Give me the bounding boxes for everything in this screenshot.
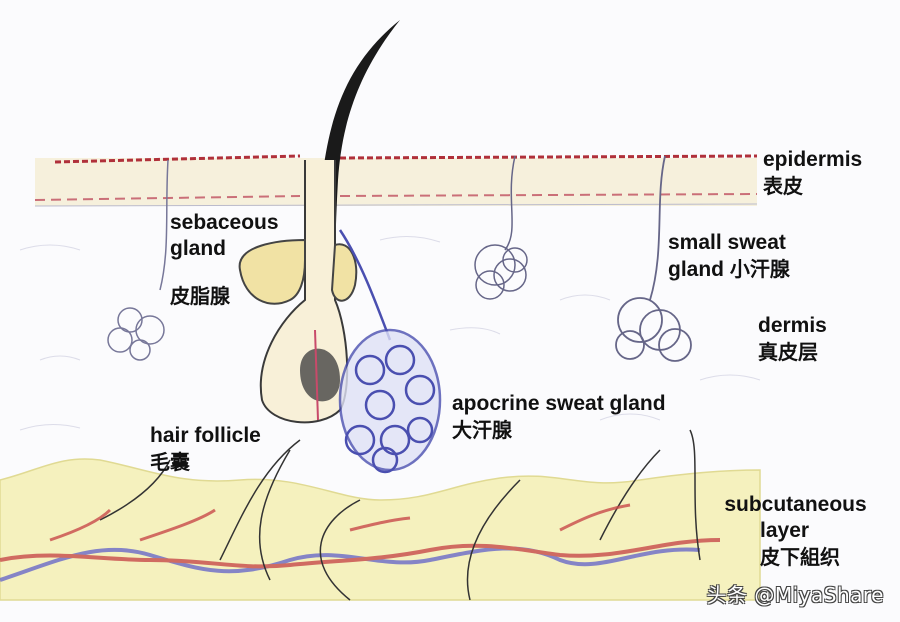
epidermis-en: epidermis — [763, 148, 863, 171]
apocrine-cn: 大汗腺 — [452, 418, 512, 442]
small-sweat-en-line2: gland — [668, 258, 724, 281]
small-sweat-cn: 小汗腺 — [729, 257, 790, 281]
sebaceous-en-line1: sebaceous — [170, 211, 279, 234]
subcutaneous-en-line1: subcutaneous — [724, 493, 867, 516]
label-small-sweat-gland: small sweat gland 小汗腺 — [668, 230, 790, 283]
label-subcutaneous-layer: subcutaneous layer 皮下組织 — [708, 492, 883, 570]
subcutaneous-en-line2: layer — [760, 519, 810, 542]
sebaceous-cn: 皮脂腺 — [170, 284, 230, 308]
small-sweat-gland-middle — [474, 155, 528, 300]
apocrine-en: apocrine sweat gland — [452, 392, 666, 415]
hair-shaft — [318, 20, 400, 400]
nerves — [99, 429, 701, 601]
hair-follicle-en: hair follicle — [150, 424, 261, 447]
dermis-sketch-lines — [19, 236, 761, 431]
subcutaneous-cn: 皮下組织 — [760, 545, 840, 569]
sebaceous-gland — [238, 238, 358, 305]
label-sebaceous-gland: sebaceous gland 皮脂腺 — [170, 210, 279, 309]
apocrine-sweat-gland — [338, 229, 442, 474]
watermark: 头条 @MiyaShare — [706, 583, 884, 607]
small-sweat-gland-left — [107, 159, 169, 361]
label-dermis: dermis 真皮层 — [758, 313, 827, 365]
hair-follicle-cn: 毛囊 — [150, 450, 190, 474]
small-sweat-gland-right — [615, 155, 692, 362]
dermis-en: dermis — [758, 314, 827, 337]
small-sweat-en-line1: small sweat — [668, 231, 786, 254]
dermis-cn: 真皮层 — [758, 340, 818, 364]
sebaceous-en-line2: gland — [170, 237, 226, 260]
epidermis-cn: 表皮 — [763, 174, 803, 198]
epidermis-layer — [34, 154, 758, 207]
red-vessel-branches — [49, 503, 631, 542]
label-hair-follicle: hair follicle 毛囊 — [150, 423, 261, 475]
label-epidermis: epidermis 表皮 — [763, 147, 862, 199]
blood-vessels — [0, 538, 721, 582]
label-apocrine-sweat-gland: apocrine sweat gland 大汗腺 — [452, 391, 666, 443]
